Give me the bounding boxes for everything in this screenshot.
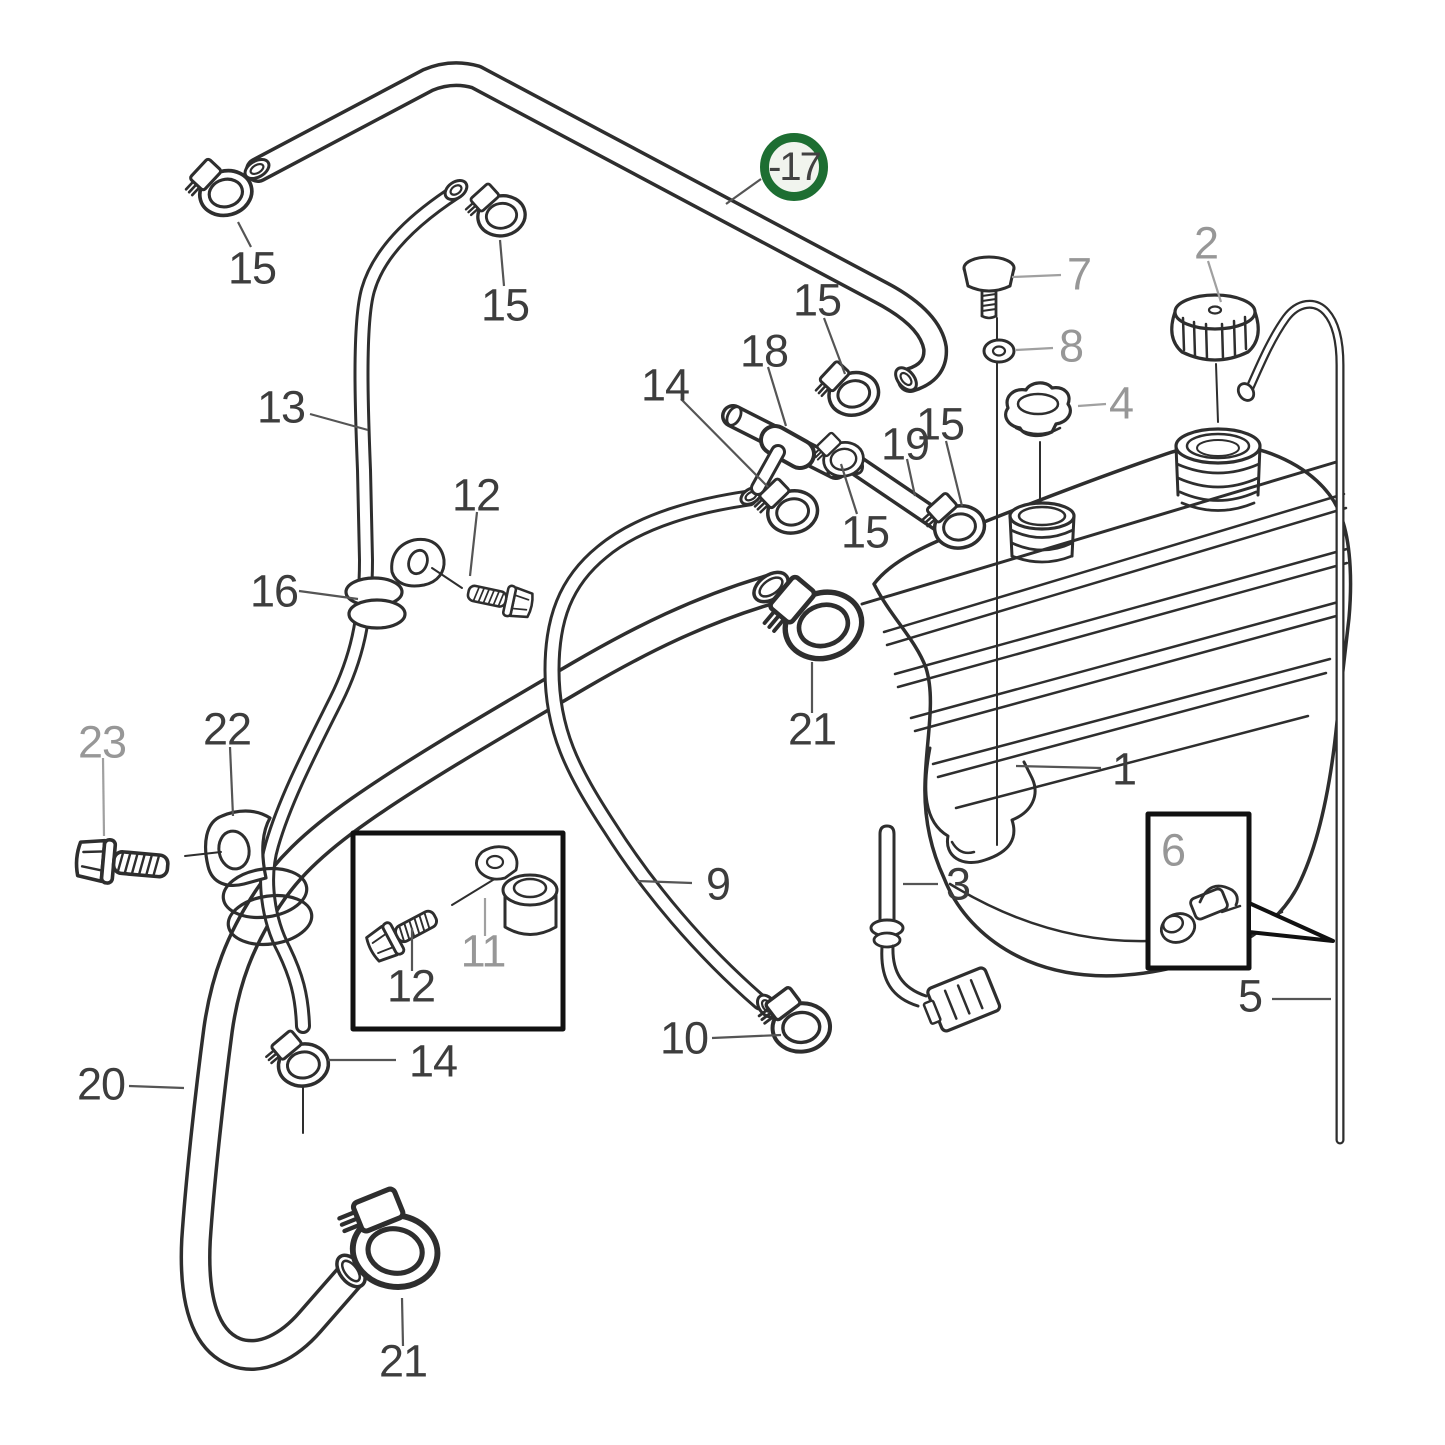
- part-label-13: 13: [256, 381, 306, 433]
- inset-box-11-12: [350, 830, 566, 1032]
- leader-line: [766, 366, 788, 427]
- part-label-23: 23: [77, 716, 127, 768]
- part-label-11: 11: [460, 925, 507, 977]
- bolt-23: [73, 835, 222, 890]
- part-label-18: 18: [739, 325, 789, 377]
- level-sensor-3: [869, 824, 1002, 1033]
- hose-17: [243, 61, 949, 393]
- leader-line: [237, 221, 252, 248]
- leader-line: [228, 746, 235, 817]
- leader-line: [101, 757, 106, 837]
- bolt-12: [431, 567, 537, 622]
- hose-13: [259, 178, 469, 1134]
- highlighted-part-17-callout: -17: [760, 133, 828, 201]
- part-label-5: 5: [1237, 970, 1263, 1022]
- leader-line: [680, 398, 769, 488]
- leader-line: [468, 511, 479, 577]
- leader-line: [636, 879, 693, 885]
- part-label-12: 12: [386, 960, 436, 1012]
- part-label-10: 10: [659, 1012, 709, 1064]
- leader-line: [1077, 402, 1107, 408]
- bolt-7: [962, 255, 1016, 320]
- part-label-14: 14: [408, 1035, 458, 1087]
- inner-neck: [1008, 501, 1076, 564]
- part-label-20: 20: [76, 1058, 126, 1110]
- leader-line: [725, 178, 762, 205]
- leader-line: [1206, 260, 1223, 303]
- leader-line: [128, 1084, 185, 1090]
- part-label-2: 2: [1193, 217, 1219, 269]
- part-label-19: 19: [880, 418, 930, 470]
- leader-line: [1011, 273, 1062, 279]
- leader-line: [711, 1033, 782, 1040]
- filler-neck: [1174, 427, 1262, 512]
- grommet-16: [344, 537, 446, 630]
- part-label-15: 15: [792, 274, 842, 326]
- leader-line: [1015, 764, 1102, 770]
- part-label-7: 7: [1066, 248, 1092, 300]
- part-label-12: 12: [451, 469, 501, 521]
- inset-box-6: [1145, 811, 1335, 971]
- part-label-15: 15: [227, 242, 277, 294]
- hose-20: [179, 570, 790, 1371]
- part-label-6: 6: [1160, 824, 1186, 876]
- part-label-1: 1: [1111, 743, 1137, 795]
- leader-line: [298, 589, 359, 601]
- leader-line: [822, 317, 847, 375]
- overflow-pipe-5: [1236, 299, 1345, 1145]
- part-label-21: 21: [787, 703, 837, 755]
- cap-2: [1170, 293, 1260, 423]
- cap-4: [1004, 381, 1072, 504]
- clip-6: [1159, 884, 1242, 944]
- leader-line: [1015, 346, 1054, 352]
- leader-line: [944, 440, 964, 507]
- part-label-16: 16: [249, 565, 299, 617]
- leader-line: [905, 458, 917, 497]
- part-label-22: 22: [202, 703, 252, 755]
- leader-line: [309, 412, 369, 432]
- part-label-14: 14: [640, 359, 690, 411]
- part-label-9: 9: [705, 858, 731, 910]
- bracket-22: [204, 809, 314, 947]
- part-label-4: 4: [1108, 377, 1134, 429]
- washer-8: [982, 338, 1016, 364]
- leader-line: [400, 1297, 405, 1347]
- part-label-21: 21: [378, 1335, 428, 1387]
- part-label-15: 15: [915, 398, 965, 450]
- leader-line: [498, 239, 506, 287]
- part-label-15: 15: [480, 279, 530, 331]
- bushing-11: [475, 845, 559, 936]
- part-label-3: 3: [945, 858, 971, 910]
- part-label-8: 8: [1058, 320, 1084, 372]
- part-label-15: 15: [840, 506, 890, 558]
- leader-line: [839, 463, 859, 515]
